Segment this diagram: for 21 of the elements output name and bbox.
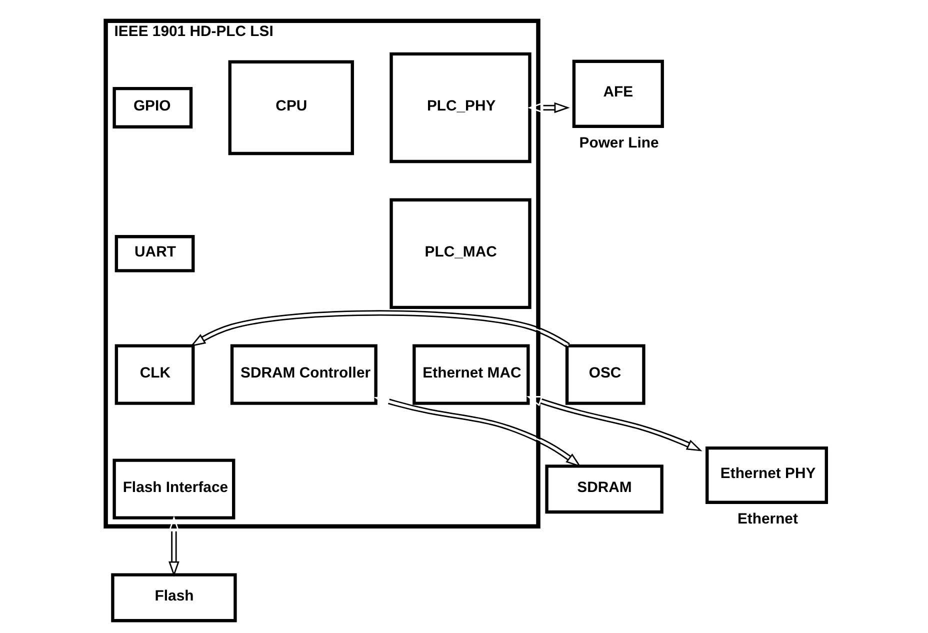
node-box: Ethernet PHY (705, 446, 828, 504)
arrow (190, 310, 570, 348)
node-label: Power Line (578, 135, 658, 152)
arrow (168, 516, 179, 577)
node-box: AFE (572, 60, 664, 128)
arrow (526, 396, 702, 452)
node-box: GPIO (112, 86, 192, 128)
node-box: Ethernet MAC (412, 344, 530, 405)
node-box: OSC (564, 344, 645, 405)
node-box: CPU (228, 60, 354, 156)
node-box: Flash (110, 573, 236, 622)
node-box: SDRAM (544, 464, 663, 514)
node-box: CLK (114, 344, 194, 405)
node-box: UART (114, 235, 194, 272)
arrow (373, 396, 581, 468)
node-box: PLC_PHY (389, 52, 531, 164)
node-box: SDRAM Controller (230, 344, 377, 405)
node-box: PLC_MAC (389, 198, 531, 310)
arrow (527, 102, 570, 114)
node-box: Flash Interface (112, 458, 235, 520)
node-label: Ethernet (736, 511, 798, 528)
